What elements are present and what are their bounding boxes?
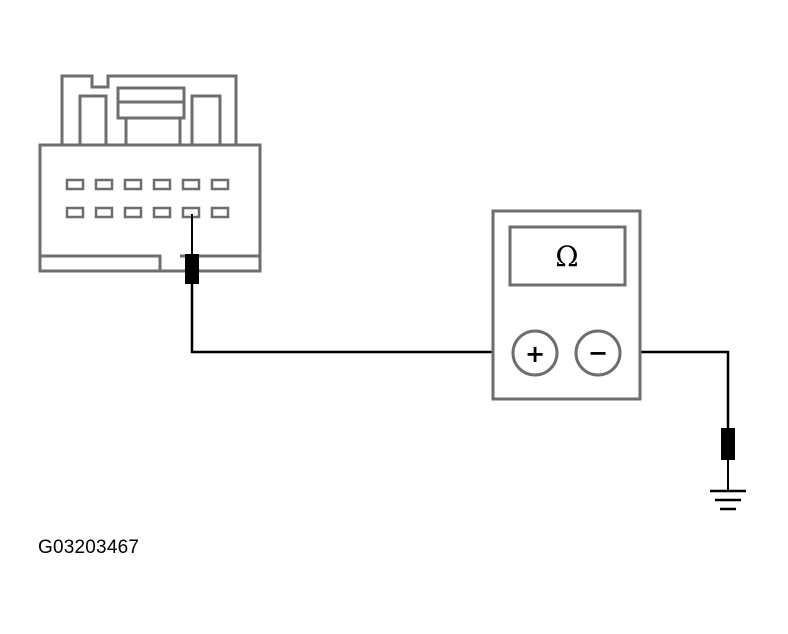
negative-jack-label: − (588, 339, 608, 367)
negative-jack (574, 329, 622, 377)
positive-probe (185, 254, 199, 284)
positive-jack (511, 329, 559, 377)
terminal-cavity (210, 206, 230, 219)
terminal-cavity (181, 178, 201, 191)
connector-left-tab (78, 94, 108, 145)
ground-icon (710, 489, 746, 511)
terminal-cavity (152, 206, 172, 219)
terminal-cavity (94, 178, 114, 191)
figure-id: G03203467 (38, 537, 140, 558)
ohm-symbol: Ω (555, 240, 578, 273)
terminal-cavity (65, 206, 85, 219)
connector-center-slot (124, 116, 182, 147)
positive-jack-label: + (525, 340, 545, 368)
terminal-cavity (152, 178, 172, 191)
connector-terminals (65, 178, 230, 219)
negative-probe (721, 428, 735, 460)
terminal-cavity (123, 178, 143, 191)
positive-lead-wire (190, 284, 512, 354)
terminal-cavity (65, 178, 85, 191)
connector-right-tab (190, 94, 222, 145)
connector (38, 74, 262, 273)
terminal-cavity (94, 206, 114, 219)
terminal-cavity (210, 178, 230, 191)
multimeter: Ω + − (491, 209, 642, 401)
negative-lead-wire (622, 350, 730, 428)
multimeter-display (508, 225, 627, 287)
terminal-cavity (123, 206, 143, 219)
